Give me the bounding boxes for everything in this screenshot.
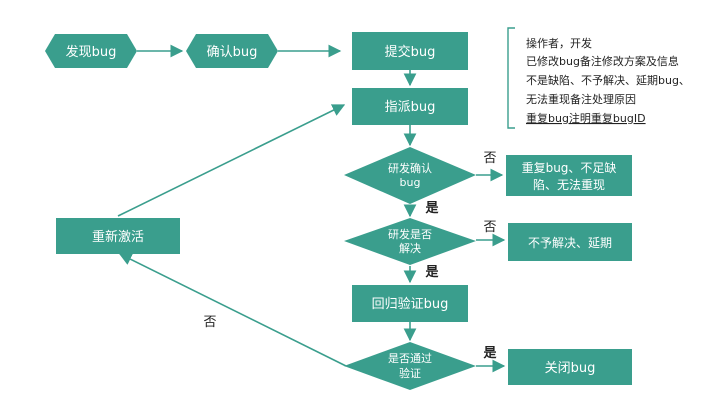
rect-shape: [508, 349, 632, 385]
edge-labels: 否 是 否 是 否 是: [203, 151, 497, 361]
rect-shape: [352, 32, 468, 70]
label-no-verify: 否: [203, 315, 216, 330]
node-label-line-2: 解决: [399, 241, 421, 255]
rect-shape: [352, 285, 468, 322]
node-close-bug: 关闭bug: [508, 349, 632, 385]
node-discover-bug: 发现bug: [45, 34, 137, 68]
label-no-dev-resolve: 否: [483, 220, 496, 235]
node-label: 关闭bug: [545, 361, 596, 376]
label-yes-dev-confirm: 是: [424, 201, 439, 216]
rect-shape: [508, 223, 632, 261]
rect-shape: [352, 88, 468, 125]
node-label-line-2: 陷、无法重现: [533, 177, 605, 192]
diamond-shape: [344, 342, 476, 390]
node-label-line-2: 验证: [399, 366, 421, 380]
note-line-2: 已修改bug备注修改方案及信息: [526, 54, 679, 68]
label-yes-dev-resolve: 是: [424, 265, 439, 280]
node-submit-bug: 提交bug: [352, 32, 468, 70]
node-label: 发现bug: [66, 44, 117, 60]
bracket-line: [507, 27, 515, 129]
node-assign-bug: 指派bug: [352, 88, 468, 125]
notes-bracket: 操作者，开发 已修改bug备注修改方案及信息 不是缺陷、不予解决、延期bug、 …: [507, 27, 690, 129]
hexagon-shape: [186, 34, 278, 68]
edges: [117, 44, 506, 373]
node-label: 不予解决、延期: [528, 236, 612, 250]
node-verify-pass: 是否通过 验证: [344, 342, 476, 390]
node-reactivate: 重新激活: [56, 218, 180, 254]
node-label-line-2: bug: [400, 176, 421, 189]
rect-shape: [56, 218, 180, 254]
note-line-5: 重复bug注明重复bugID: [526, 111, 646, 125]
node-label-line-1: 是否通过: [388, 352, 432, 365]
node-label: 重新激活: [92, 229, 144, 245]
rect-shape: [506, 155, 632, 196]
edge-reactivate-to-assign: [117, 104, 346, 217]
note-line-4: 无法重现备注处理原因: [526, 92, 636, 106]
node-dev-resolve: 研发是否 解决: [344, 218, 476, 265]
node-regression: 回归验证bug: [352, 285, 468, 322]
node-label-line-1: 重复bug、不足缺: [522, 160, 617, 175]
node-label: 确认bug: [207, 45, 258, 60]
node-dev-confirm: 研发确认 bug: [344, 147, 476, 204]
node-confirm-bug: 确认bug: [186, 34, 278, 68]
hexagon-shape: [45, 34, 137, 68]
node-duplicate-result: 重复bug、不足缺 陷、无法重现: [506, 155, 632, 196]
label-no-dev-confirm: 否: [483, 151, 496, 166]
edge-verify-no-to-reactivate: [118, 253, 347, 367]
node-label: 提交bug: [385, 44, 436, 60]
node-label-line-1: 研发确认: [388, 161, 432, 175]
node-label: 回归验证bug: [372, 296, 449, 312]
diamond-shape: [344, 218, 476, 265]
node-defer-result: 不予解决、延期: [508, 223, 632, 261]
node-label-line-1: 研发是否: [388, 227, 432, 241]
label-yes-verify: 是: [482, 346, 497, 361]
node-label: 指派bug: [385, 100, 436, 115]
diamond-shape: [344, 147, 476, 204]
note-line-1: 操作者，开发: [526, 36, 592, 50]
note-line-3: 不是缺陷、不予解决、延期bug、: [526, 73, 690, 87]
